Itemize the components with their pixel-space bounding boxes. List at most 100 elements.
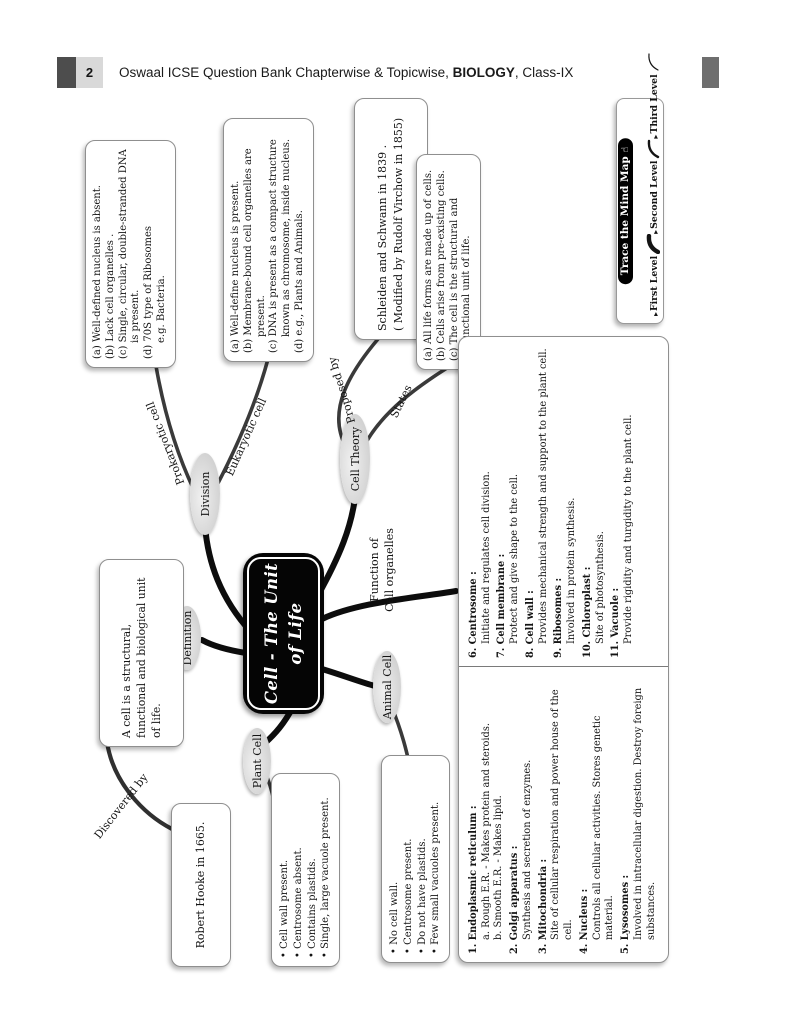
organelle-head: 9. Ribosomes : [553,577,565,658]
header-left-square [57,57,76,88]
arrow-marker-icon: ▸ [651,229,660,234]
trace-mindmap-legend: Trace the Mind Map ☝ ▸ First Level ▸ Sec… [616,53,664,324]
node-cell-theory: Cell Theory [340,414,370,504]
organelle-desc: Initiate and regulates cell division. [480,471,492,644]
organelle-item: 6. Centrosome : Initiate and regulates c… [468,343,493,658]
animal-item: • No cell wall. [389,881,400,954]
discovered-by-box: Robert Hooke in 1665. [171,803,231,967]
page-header: 2 Oswaal ICSE Question Bank Chapterwise … [0,57,793,88]
organelle-item: 7. Cell membrane : Protect and give shap… [496,343,521,658]
central-title-line1: Cell - The Unit [261,562,281,705]
thick-curve-icon [646,233,660,254]
header-title-suffix: , Class-IX [514,65,574,80]
plant-item: • Cell wall present. [279,859,290,958]
organelle-item: 8. Cell wall : Provides mechanical stren… [525,343,550,658]
states-item: (c) The cell is the structural and funct… [448,197,473,361]
page-number: 2 [76,57,103,88]
organelle-head: 6. Centrosome : [468,571,479,658]
legend-second-level: ▸ Second Level [646,139,660,234]
organelle-desc: b. Smooth E.R. - Makes lipid. [493,795,505,940]
definition-text: A cell is a structural, functional and b… [119,577,164,738]
organelle-item: 3. Mitochondria : Site of cellular respi… [538,673,576,954]
organelle-head: 3. Mitochondria : [537,858,549,954]
organelle-desc: Synthesis and secretion of enzymes. [521,759,533,940]
arrow-marker-icon: ▸ [651,311,660,316]
pointing-hand-icon: ☝ [620,146,631,153]
organelle-item: 2. Golgi apparatus : Synthesis and secre… [509,673,534,954]
organelle-desc: Provides mechanical strength and support… [537,348,549,644]
prokaryotic-item: (b) Lack cell organelles . [104,233,116,359]
central-title-line2: of Life [285,602,305,665]
proposed-line1: Schleiden and Schwann in 1839 . [376,144,390,331]
mindmap-canvas: Cell - The Unit of Life Division Cell Th… [55,53,675,1000]
trace-title-text: Trace the Mind Map [619,156,631,276]
prokaryotic-item: e.g. Bacteria. [155,275,167,343]
states-item: (a) All life forms are made up of cells. [423,169,434,361]
legend-levels: ▸ First Level ▸ Second Level ▸ Third Lev… [646,53,660,316]
organelle-desc: Involved in intracellular digestion. Des… [632,687,657,940]
organelles-column-2: 6. Centrosome : Initiate and regulates c… [459,337,668,667]
organelle-head: 11. Vacuole : [610,587,622,658]
legend-level-label: Second Level [649,160,660,229]
discovered-text: Robert Hooke in 1665. [193,821,207,949]
organelle-item: 11. Vacuole : Provide rigidity and turgi… [610,343,635,658]
trace-mindmap-title: Trace the Mind Map ☝ [618,137,633,285]
node-division: Division [190,453,220,535]
cell-organelles-box: 1. Endoplasmic reticulum : a. Rough E.R.… [458,336,669,963]
central-node: Cell - The Unit of Life [243,553,324,714]
organelle-item: 4. Nucleus : Controls all cellular activ… [579,673,617,954]
animal-item: • Centrosome present. [402,838,414,954]
organelle-head: 5. Lysosomes : [620,874,632,954]
organelle-item: 1. Endoplasmic reticulum : a. Rough E.R.… [468,673,506,954]
eukaryotic-item: (c) DNA is present as a compact structur… [268,138,293,353]
organelle-desc: Site of cellular respiration and power h… [550,689,575,940]
eukaryotic-item: (a) Well-define nucleus is present. [230,180,241,353]
label-function-line1: Function of [368,538,381,602]
node-plant-cell: Plant Cell [243,728,271,794]
organelle-head: 2. Golgi apparatus : [509,845,521,954]
legend-first-level: ▸ First Level [646,233,660,316]
plant-cell-box: • Cell wall present. • Centrosome absent… [271,773,341,967]
prokaryotic-item: (a) Well-defined nucleus is absent. [92,185,103,359]
animal-cell-box: • No cell wall. • Centrosome present. • … [381,755,451,963]
organelle-desc: Provide rigidity and turgidity to the pl… [623,414,635,644]
animal-item: • Do not have plastids. [416,838,428,954]
organelle-desc: Controls all cellular activities. Stores… [591,715,616,940]
prokaryotic-item: (d) 70S type of Ribosomes [143,225,155,359]
header-title-subject: BIOLOGY [452,65,515,80]
states-item: (b) Cells arise from pre-existing cells. [435,170,447,361]
legend-level-label: First Level [649,255,660,311]
organelle-head: 1. Endoplasmic reticulum : [468,805,479,954]
label-function-line2: Cell organelles [382,528,396,612]
header-title: Oswaal ICSE Question Bank Chapterwise & … [119,57,573,88]
eukaryotic-item: (b) Membrane-bound cell organelles are p… [242,148,267,353]
organelle-desc: Involved in protein synthesis. [566,497,578,644]
eukaryotic-box: (a) Well-define nucleus is present. (b) … [223,118,314,362]
node-animal-cell: Animal Cell [373,651,401,723]
arrow-marker-icon: ▸ [651,134,660,139]
organelle-head: 8. Cell wall : [524,590,536,658]
mindmap-area: Cell - The Unit of Life Division Cell Th… [55,53,675,1000]
prokaryotic-box: (a) Well-defined nucleus is absent. (b) … [85,140,176,368]
legend-level-label: Third Level [649,74,660,134]
organelle-item: 10. Chloroplast : Site of photosynthesis… [582,343,607,658]
definition-box: A cell is a structural, functional and b… [99,559,184,747]
eukaryotic-item: (d) e.g., Plants and Animals. [293,210,305,353]
prokaryotic-item: (c) Single, circular, double-stranded DN… [117,149,142,359]
organelle-item: 5. Lysosomes : Involved in intracellular… [620,673,658,954]
legend-third-level: ▸ Third Level [646,52,660,139]
header-right-square [702,57,719,88]
organelle-item: 9. Ribosomes : Involved in protein synth… [553,343,578,658]
medium-curve-icon [647,139,660,158]
organelle-desc: Site of photosynthesis. [594,531,606,644]
animal-item: • Few small vacuoles present. [430,801,442,954]
thin-curve-icon [648,53,659,71]
plant-item: • Contains plastids. [306,858,318,958]
plant-item: • Single, large vacuole present. [320,797,332,958]
organelles-column-1: 1. Endoplasmic reticulum : a. Rough E.R.… [459,667,668,962]
central-node-title: Cell - The Unit of Life [260,563,308,704]
organelle-head: 4. Nucleus : [578,888,590,954]
organelle-head: 10. Chloroplast : [581,566,593,658]
organelle-desc: a. Rough E.R. - Makes protein and steroi… [480,723,492,940]
